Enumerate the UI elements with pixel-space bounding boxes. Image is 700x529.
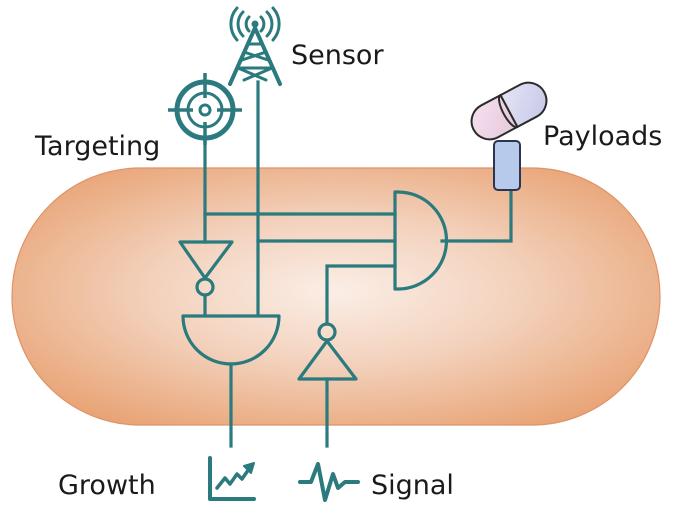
- line-chart-upward-icon: [208, 456, 256, 501]
- label-growth: Growth: [58, 470, 156, 501]
- wire-and-to-payload: [440, 188, 513, 243]
- wire-notsignal-to-and: [325, 264, 397, 326]
- payload-receptor: [493, 140, 521, 191]
- crosshair-target-icon: [168, 73, 242, 145]
- not-gate-signal: [297, 322, 358, 381]
- wires: [203, 80, 513, 448]
- label-signal: Signal: [371, 470, 454, 501]
- label-targeting: Targeting: [34, 131, 160, 162]
- antenna-tower-icon: [228, 6, 282, 86]
- cell-body: [11, 167, 661, 426]
- waveform-pulse-icon: [298, 462, 360, 502]
- not-gate-targeting: [178, 240, 234, 297]
- label-sensor: Sensor: [291, 40, 384, 71]
- and-gate-growth: [181, 314, 281, 366]
- label-payloads: Payloads: [543, 121, 662, 152]
- capsule-pill-icon: [470, 81, 548, 141]
- and-gate-payload: [393, 190, 449, 291]
